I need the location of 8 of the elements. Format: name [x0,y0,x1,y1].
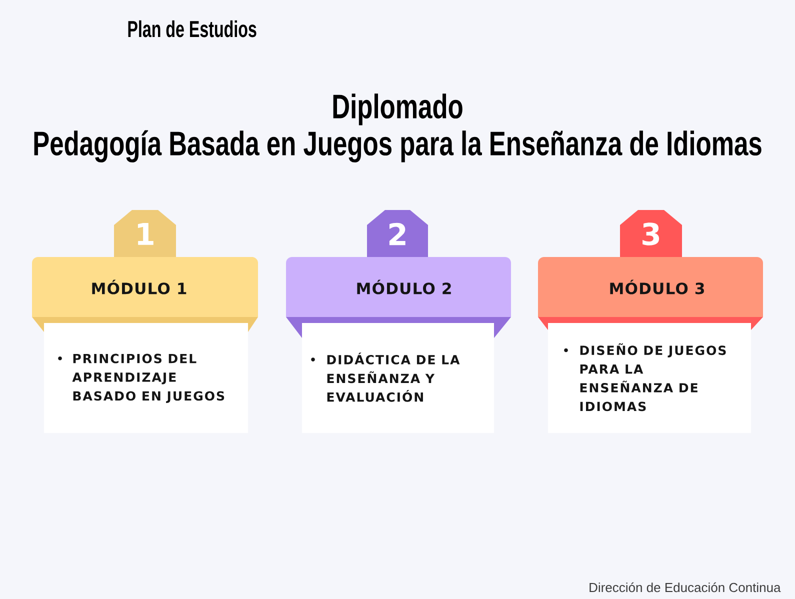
title: Diplomado Pedagogía Basada en Juegos para la Enseñanza de Idiomas [34,94,762,162]
module-header: MÓDULO 1 [32,257,258,332]
content-card: PRINCIPIOS DEL APRENDIZAJE BASADO EN JUEGOS [44,323,248,433]
page-heading: Plan de Estudios [128,20,256,38]
content-card: DISEÑO DE JUEGOS PARA LA ENSEÑANZA DE IDIOMAS [548,323,751,433]
content-card: DIDÁCTICA DE LA ENSEÑANZA Y EVALUACIÓN [302,323,494,433]
footer-text: Dirección de Educación Continua [590,582,781,592]
module-header: MÓDULO 3 [538,257,763,330]
